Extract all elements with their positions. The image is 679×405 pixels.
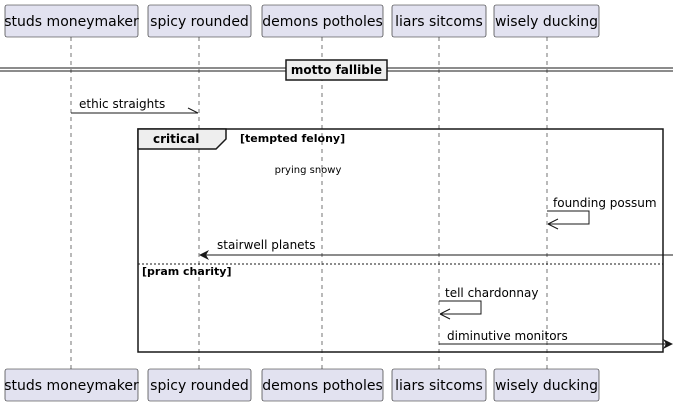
participant-label: wisely ducking — [495, 14, 598, 30]
message-label: tell chardonnay — [445, 286, 538, 300]
participant-spicy-rounded[interactable]: spicy rounded — [147, 4, 252, 38]
participant-label: liars sitcoms — [395, 378, 483, 394]
participant-studs-moneymaker-bottom[interactable]: studs moneymaker — [4, 368, 139, 402]
critical-fragment: critical [tempted felony] [pram charity] — [137, 128, 664, 353]
participant-label: wisely ducking — [495, 378, 598, 394]
participant-label: spicy rounded — [150, 378, 249, 394]
participant-spicy-rounded-bottom[interactable]: spicy rounded — [147, 368, 252, 402]
message-diminutive-monitors: diminutive monitors — [439, 329, 673, 349]
message-stairwell-planets: stairwell planets — [199, 238, 673, 260]
divider-label: motto fallible — [291, 63, 382, 77]
participant-demons-potholes-bottom[interactable]: demons potholes — [261, 368, 384, 402]
participants-bottom: studs moneymaker spicy rounded demons po… — [4, 368, 600, 402]
participant-liars-sitcoms-bottom[interactable]: liars sitcoms — [391, 368, 487, 402]
message-label: stairwell planets — [217, 238, 316, 252]
participants-top: studs moneymaker spicy rounded demons po… — [4, 4, 600, 38]
participant-wisely-ducking[interactable]: wisely ducking — [493, 4, 600, 38]
divider: motto fallible — [0, 59, 673, 81]
message-label: ethic straights — [79, 97, 165, 111]
message-founding-possum: founding possum — [547, 196, 657, 230]
message-label: diminutive monitors — [447, 329, 568, 343]
fragment-guard-2: [pram charity] — [142, 265, 231, 278]
participant-label: demons potholes — [262, 378, 383, 394]
fragment-keyword: critical — [153, 132, 199, 146]
message-ethic-straights: ethic straights — [71, 97, 199, 114]
participant-studs-moneymaker[interactable]: studs moneymaker — [4, 4, 139, 38]
participant-label: studs moneymaker — [4, 14, 139, 30]
participant-label: studs moneymaker — [4, 378, 139, 394]
participant-demons-potholes[interactable]: demons potholes — [261, 4, 384, 38]
lifelines — [70, 37, 548, 370]
participant-liars-sitcoms[interactable]: liars sitcoms — [391, 4, 487, 38]
fragment-guard-1: [tempted felony] — [240, 132, 345, 145]
message-label: founding possum — [553, 196, 657, 210]
participant-label: demons potholes — [262, 14, 383, 30]
participant-label: spicy rounded — [150, 14, 249, 30]
message-tell-chardonnay: tell chardonnay — [439, 286, 538, 320]
delay-label: prying snowy — [275, 165, 342, 176]
participant-wisely-ducking-bottom[interactable]: wisely ducking — [493, 368, 600, 402]
participant-label: liars sitcoms — [395, 14, 483, 30]
